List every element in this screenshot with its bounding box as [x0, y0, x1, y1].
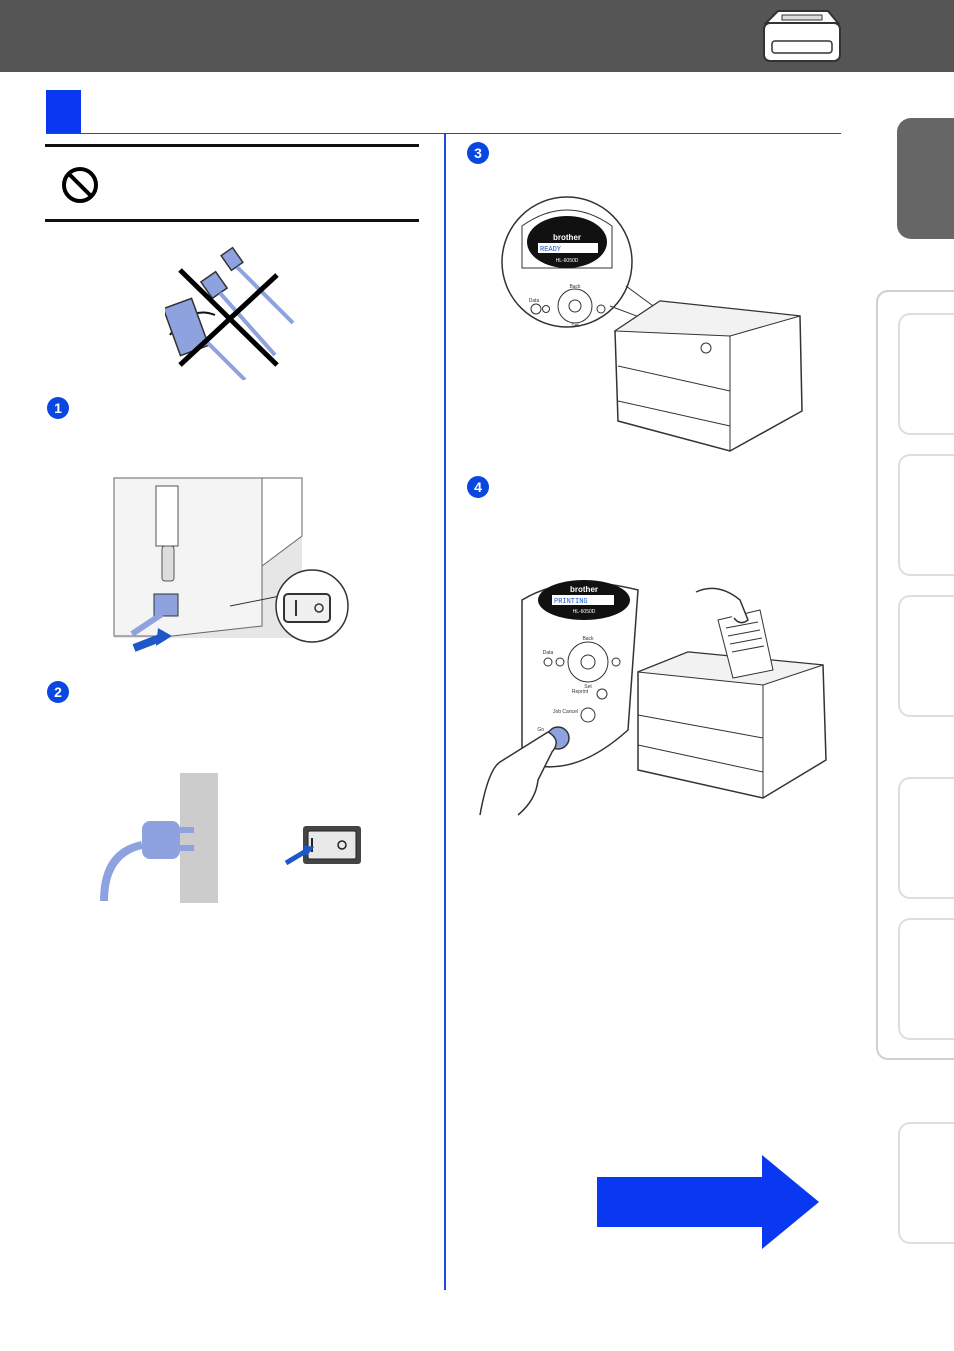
- go-label: Go: [537, 727, 544, 733]
- side-tab-3[interactable]: [898, 595, 954, 717]
- side-tab-6[interactable]: [898, 1122, 954, 1244]
- side-tab-active[interactable]: [897, 118, 954, 239]
- job-cancel-label: Job Cancel: [553, 709, 578, 715]
- lcd-model: HL-6050D: [556, 258, 579, 264]
- power-plug-and-switch-illustration: [100, 773, 361, 903]
- lcd-ready-text: READY: [540, 246, 562, 254]
- prohibited-icon: [62, 167, 98, 203]
- lcd-printing-text: PRINTING: [554, 598, 588, 606]
- warning-bottom-rule: [45, 219, 419, 222]
- section-rule: [46, 133, 841, 134]
- printer-ready-illustration: brother READY HL-6050D Back Set Data: [501, 196, 803, 452]
- no-cable-illustration: [165, 246, 295, 380]
- printer-back-power-cord-illustration: [113, 477, 349, 652]
- column-divider: [444, 134, 446, 1290]
- reprint-label: Reprint: [572, 689, 589, 695]
- step-1-number: 1: [47, 397, 69, 419]
- section-marker: [46, 90, 81, 133]
- step-4-number: 4: [467, 476, 489, 498]
- lcd-model-2: HL-6050D: [573, 609, 596, 615]
- lcd-brand-2: brother: [570, 585, 598, 594]
- step-2-number: 2: [47, 681, 69, 703]
- printer-printing-illustration: brother PRINTING HL-6050D Back Set Data …: [479, 580, 827, 816]
- warning-top-rule: [45, 144, 419, 147]
- data-led-label: Data: [529, 298, 540, 304]
- right-arrow-icon[interactable]: [597, 1155, 819, 1249]
- button-set-label: Set: [571, 323, 579, 329]
- side-tab-5[interactable]: [898, 918, 954, 1040]
- step-3-number: 3: [467, 142, 489, 164]
- button-back-label-2: Back: [582, 636, 594, 642]
- printer-icon: [763, 10, 841, 62]
- button-back-label: Back: [569, 284, 581, 290]
- button-set-label-2: Set: [584, 684, 592, 690]
- side-tab-1[interactable]: [898, 313, 954, 435]
- side-tab-4[interactable]: [898, 777, 954, 899]
- data-led-label-2: Data: [543, 650, 554, 656]
- side-tab-2[interactable]: [898, 454, 954, 576]
- side-tab-group-frame: [876, 290, 954, 1060]
- lcd-brand: brother: [553, 233, 581, 242]
